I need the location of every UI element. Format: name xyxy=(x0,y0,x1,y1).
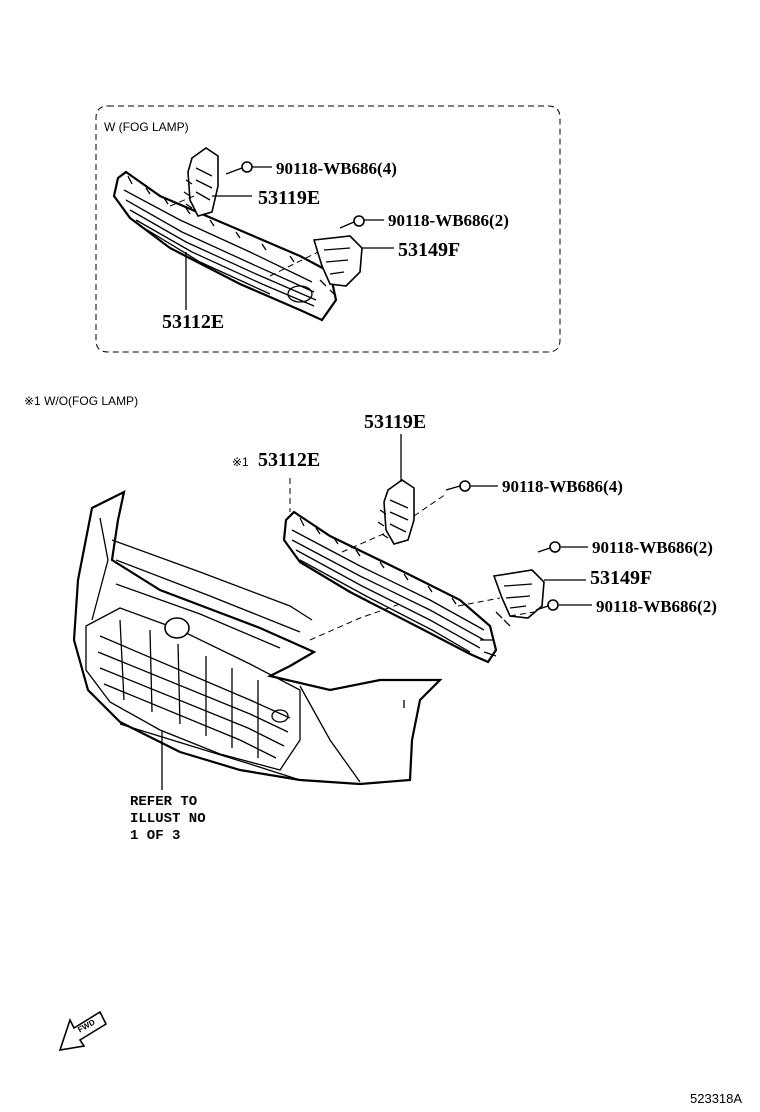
inset-grille-drawing xyxy=(112,170,338,322)
inset-label-fastener-a: 90118-WB686(4) xyxy=(276,159,397,178)
inset-label-fastener-b: 90118-WB686(2) xyxy=(388,211,509,230)
main-screw-c xyxy=(535,599,559,611)
inset-bracket-e-drawing xyxy=(183,147,219,217)
fwd-arrow-icon: FWD xyxy=(58,1010,108,1052)
bumper-cover-drawing xyxy=(72,489,443,786)
inset-bracket-f-drawing xyxy=(312,235,363,297)
inset-screw-a xyxy=(225,161,253,175)
diagram-id: 523318A xyxy=(690,1091,742,1106)
main-bracket-e-drawing xyxy=(377,479,415,545)
main-label-bracket-e: 53119E xyxy=(364,411,426,433)
inset-border xyxy=(95,105,561,353)
inset-label-grille: 53112E xyxy=(162,311,224,333)
inset-screw-b xyxy=(339,215,365,229)
inset-title: W (FOG LAMP) xyxy=(104,120,189,134)
inset-label-bracket-f: 53149F xyxy=(398,239,460,261)
main-label-grille: 53112E xyxy=(258,449,320,471)
refer-line-3: 1 OF 3 xyxy=(130,828,180,844)
main-label-grille-mark: ※1 xyxy=(232,455,249,469)
main-label-fastener-a: 90118-WB686(4) xyxy=(502,477,623,496)
main-grille-drawing xyxy=(282,510,498,664)
inset-label-bracket-e: 53119E xyxy=(258,187,320,209)
refer-line-1: REFER TO xyxy=(130,794,197,810)
main-label-fastener-c: 90118-WB686(2) xyxy=(596,597,717,616)
inset-panel: W (FOG LAMP) xyxy=(95,105,561,353)
refer-line-2: ILLUST NO xyxy=(130,811,206,827)
main-screw-b xyxy=(537,541,561,553)
main-screw-a xyxy=(445,480,471,492)
main-label-bracket-f: 53149F xyxy=(590,567,652,589)
main-title: ※1 W/O(FOG LAMP) xyxy=(24,394,138,408)
main-label-fastener-b: 90118-WB686(2) xyxy=(592,538,713,557)
main-bracket-f-drawing xyxy=(492,569,545,627)
